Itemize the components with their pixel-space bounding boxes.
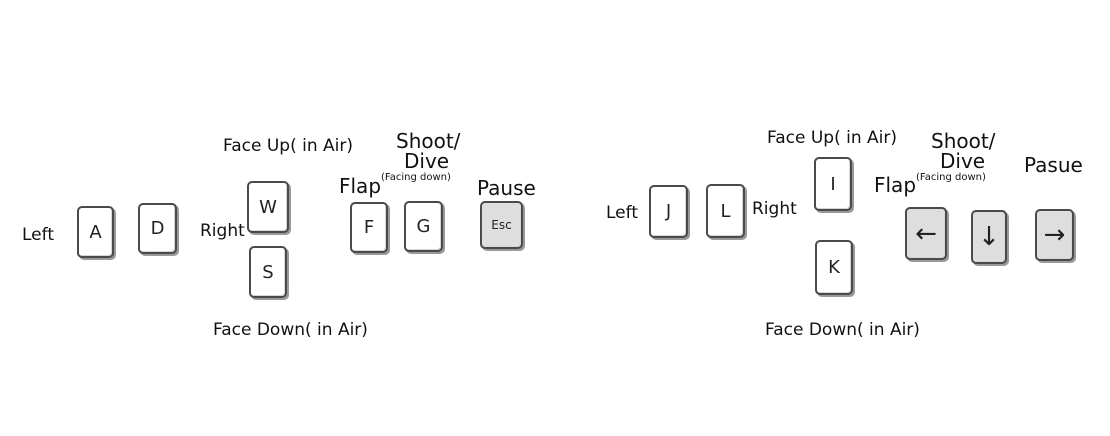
shoot-label: Shoot/: [396, 129, 461, 153]
pause-label: Pause: [477, 176, 536, 200]
key-j[interactable]: J: [649, 185, 688, 238]
facing-down-label: (Facing down): [916, 172, 986, 183]
right-label: Right: [752, 199, 797, 219]
key-down-arrow[interactable]: ↓: [971, 210, 1007, 264]
key-w[interactable]: W: [247, 181, 289, 233]
left-label: Left: [22, 225, 54, 245]
flap-label: Flap: [874, 173, 917, 197]
dive-label: Dive: [940, 149, 986, 173]
face-down-label: Face Down( in Air): [765, 320, 920, 340]
shoot-label: Shoot/: [931, 129, 996, 153]
key-a[interactable]: A: [77, 206, 114, 258]
key-i[interactable]: I: [814, 157, 852, 211]
facing-down-label: (Facing down): [381, 172, 451, 183]
key-left-arrow[interactable]: ←: [905, 207, 947, 260]
face-up-label: Face Up( in Air): [767, 128, 897, 148]
key-d[interactable]: D: [138, 203, 177, 254]
key-s[interactable]: S: [249, 246, 287, 298]
key-l[interactable]: L: [706, 184, 745, 238]
key-esc[interactable]: Esc: [480, 201, 523, 249]
dive-label: Dive: [404, 149, 450, 173]
left-label: Left: [606, 203, 638, 223]
key-right-arrow[interactable]: →: [1035, 209, 1074, 261]
flap-label: Flap: [339, 174, 382, 198]
face-down-label: Face Down( in Air): [213, 320, 368, 340]
right-label: Right: [200, 221, 245, 241]
pause-label: Pasue: [1024, 153, 1083, 177]
key-g[interactable]: G: [404, 201, 443, 252]
key-f[interactable]: F: [350, 202, 388, 253]
key-k[interactable]: K: [815, 240, 853, 295]
face-up-label: Face Up( in Air): [223, 136, 353, 156]
